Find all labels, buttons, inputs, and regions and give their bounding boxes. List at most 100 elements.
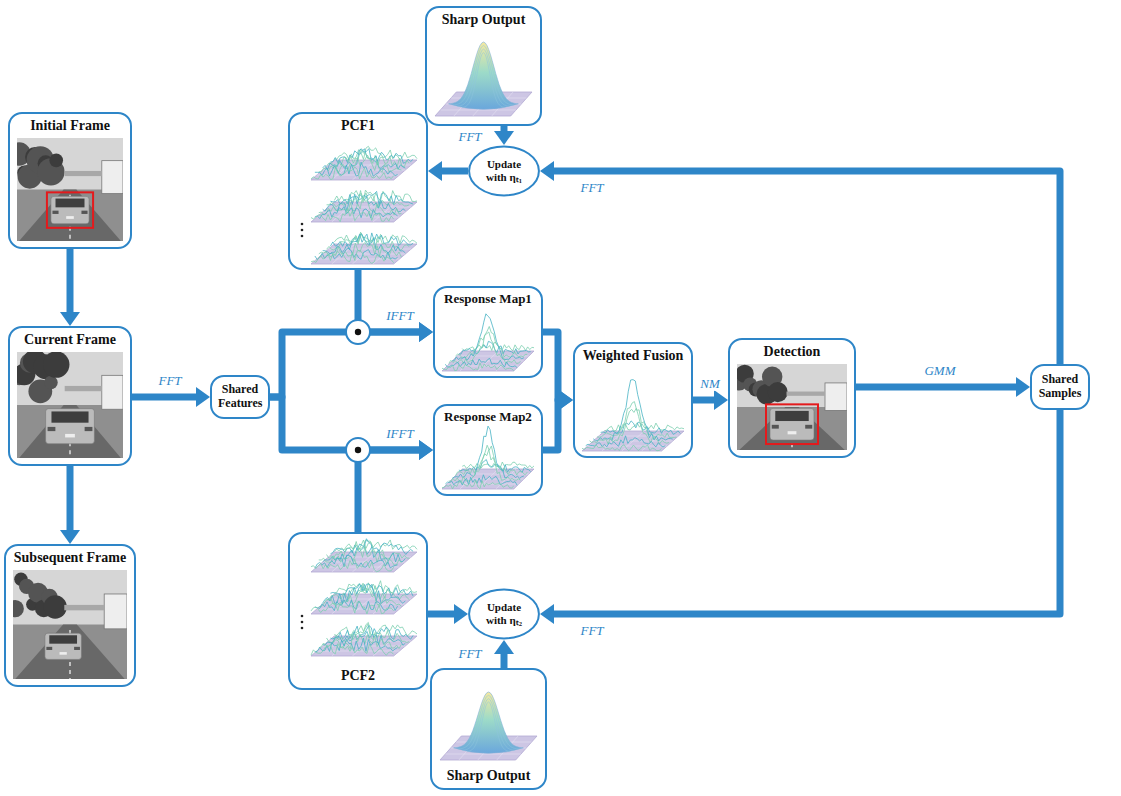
- surface-base: [582, 431, 684, 451]
- ellipsis-dot: [301, 621, 304, 624]
- noise-line: [586, 436, 666, 447]
- car-light: [85, 427, 93, 431]
- surface-plot: [311, 539, 417, 572]
- multiply-dot: [355, 329, 361, 335]
- flow-arrow: [540, 410, 1060, 624]
- arrow-head: [419, 322, 433, 342]
- arrow-head: [60, 530, 80, 544]
- car-plate: [66, 216, 74, 219]
- arrow-shaft: [67, 249, 74, 312]
- noise-line: [449, 450, 521, 482]
- flow-arrow: [494, 640, 514, 668]
- surface-plot: [442, 314, 534, 371]
- truck: [102, 375, 123, 409]
- edge-label: FFT: [156, 374, 183, 388]
- gaussian-peak: [449, 42, 519, 109]
- noise-line: [327, 540, 410, 558]
- noise-line: [319, 197, 402, 215]
- arrow-head: [559, 390, 573, 410]
- car-light: [74, 647, 80, 650]
- process-box: Shared Features: [210, 375, 270, 419]
- flow-arrow: [60, 249, 80, 326]
- arrow-shaft: [132, 394, 196, 401]
- edge-label: FFT: [456, 647, 483, 661]
- process-box: Current Frame: [8, 326, 132, 466]
- tree: [43, 352, 69, 378]
- update-oval: Update with ηₜ₁: [468, 145, 540, 197]
- arrow-head: [494, 131, 514, 145]
- arrow-shaft: [543, 332, 559, 400]
- noise-line: [327, 149, 410, 167]
- photo-road: [19, 405, 121, 458]
- surface-plot: [311, 581, 417, 614]
- ellipsis-dot: [301, 627, 304, 630]
- flow-arrow: [132, 387, 210, 407]
- flow-arrow: [543, 390, 573, 450]
- car-body: [45, 633, 81, 659]
- surface-plot: [311, 146, 417, 180]
- process-box: PCF1: [288, 112, 428, 270]
- car-light: [81, 211, 87, 214]
- node-label: PCF1: [296, 118, 420, 134]
- flow-arrow: [540, 161, 1060, 364]
- surface-plot: [311, 232, 417, 264]
- car-window: [775, 411, 808, 421]
- node-label: Update with ηₜ₂: [480, 601, 529, 626]
- process-box: Response Map2: [433, 404, 543, 496]
- photo-sky: [13, 570, 127, 679]
- oval-outline: [469, 590, 539, 639]
- noise-line: [319, 588, 402, 606]
- car-window: [55, 199, 84, 208]
- truck: [102, 161, 123, 194]
- arrow-shaft: [554, 410, 1060, 614]
- arrow-shaft: [543, 400, 559, 450]
- oval-outline: [469, 147, 539, 196]
- flow-arrow: [856, 377, 1030, 397]
- noise-line: [593, 380, 673, 441]
- noise-line: [315, 162, 398, 176]
- car-light: [48, 427, 56, 431]
- car-light: [46, 647, 52, 650]
- car-plate: [60, 652, 67, 655]
- node-label: Update with ηₜ₁: [480, 158, 529, 183]
- surface-grid: [328, 207, 411, 208]
- surface-base: [442, 469, 534, 489]
- photo-road: [19, 190, 121, 242]
- bridge: [787, 392, 826, 396]
- node-label: Shared Features: [218, 383, 262, 411]
- mesh-line: [453, 46, 514, 105]
- edge-label: GMM: [922, 364, 957, 378]
- noise-line: [330, 233, 413, 246]
- node-label: Initial Frame: [16, 118, 124, 134]
- car-plate: [65, 434, 75, 438]
- bridge: [64, 605, 104, 610]
- noise-line: [582, 445, 662, 451]
- process-box: Shared Samples: [1030, 364, 1090, 410]
- mesh-line: [458, 695, 519, 749]
- surface-grid: [457, 474, 529, 475]
- arrow-shaft: [501, 654, 508, 668]
- process-box: Sharp Output: [425, 6, 542, 126]
- tree: [13, 600, 24, 617]
- frame-photo: [737, 364, 847, 450]
- photo-ground: [17, 190, 123, 242]
- flow-arrow: [428, 161, 468, 181]
- noise-line: [311, 167, 394, 179]
- noise-line: [442, 363, 514, 371]
- arrow-shaft: [67, 466, 74, 530]
- car-body: [46, 409, 95, 444]
- photo-ground: [17, 405, 123, 458]
- arrow-head: [454, 604, 468, 624]
- surface-plot: [440, 692, 537, 760]
- node-label: Detection: [736, 344, 848, 360]
- node-label: Sharp Output: [438, 768, 539, 784]
- car-light: [805, 425, 812, 429]
- noise-line: [455, 445, 527, 475]
- surface-plot: [582, 380, 684, 451]
- arrow-head: [60, 312, 80, 326]
- surface-plot: [311, 190, 417, 222]
- process-box: Initial Frame: [8, 112, 132, 249]
